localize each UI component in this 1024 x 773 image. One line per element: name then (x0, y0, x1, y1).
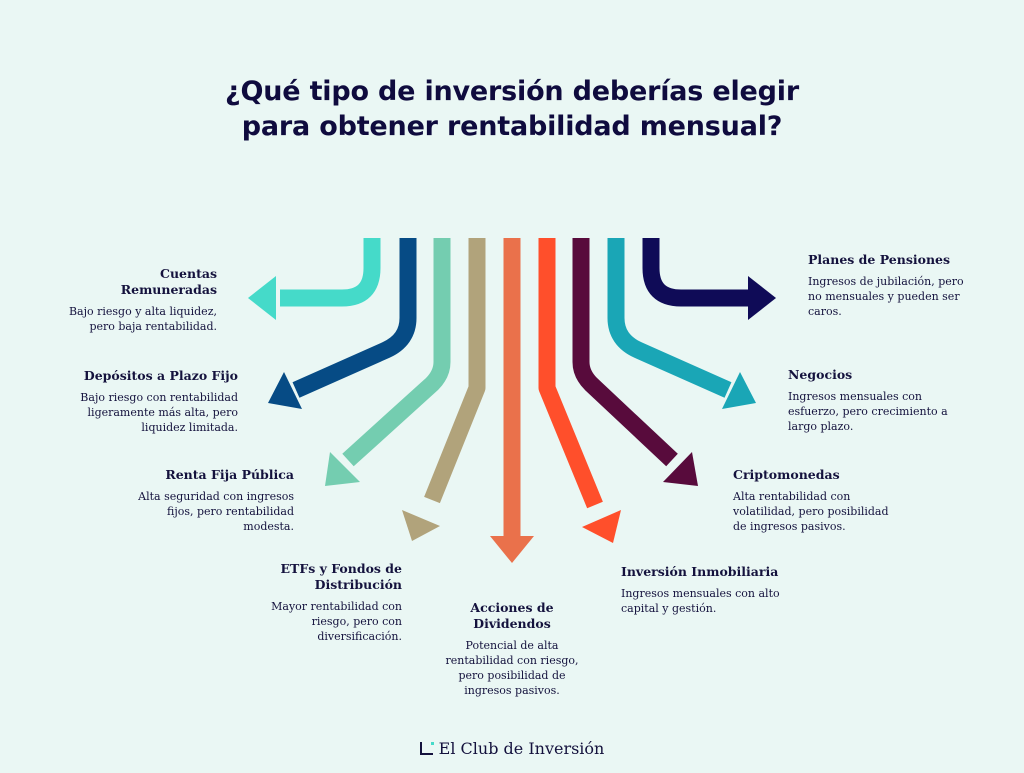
arrow-head-etfs (402, 510, 440, 541)
card-cuentas-remuneradas: Cuentas Remuneradas Bajo riesgo y alta l… (62, 266, 217, 334)
bracket-logo-icon (419, 742, 434, 755)
arrow-head-renta-fija (325, 452, 360, 486)
card-title: Criptomonedas (733, 467, 840, 482)
card-description: Ingresos mensuales con alto capital y ge… (621, 587, 780, 615)
card-description: Ingresos mensuales con esfuerzo, pero cr… (788, 390, 948, 433)
card-inversion-inmobiliaria: Inversión Inmobiliaria Ingresos mensuale… (621, 564, 786, 616)
card-description: Ingresos de jubilación, pero no mensuale… (808, 275, 964, 318)
card-renta-fija-publica: Renta Fija Pública Alta seguridad con in… (134, 467, 294, 534)
arrow-pensiones (642, 238, 748, 307)
card-description: Potencial de alta rentabilidad con riesg… (445, 639, 579, 697)
footer-brand: El Club de Inversión (0, 739, 1024, 758)
card-description: Bajo riesgo y alta liquidez, pero baja r… (68, 305, 217, 333)
card-title: Planes de Pensiones (808, 252, 951, 267)
title-line-1: ¿Qué tipo de inversión deberías elegir (225, 76, 799, 108)
card-title: Depósitos a Plazo Fijo (83, 368, 238, 383)
card-title: Cuentas Remuneradas (120, 266, 217, 297)
card-title: ETFs y Fondos de Distribución (280, 561, 402, 592)
arrow-head-acciones (490, 536, 534, 563)
arrow-negocios (607, 238, 732, 398)
card-negocios: Negocios Ingresos mensuales con esfuerzo… (788, 367, 953, 434)
arrow-inmobiliaria (538, 238, 603, 509)
card-etfs-fondos: ETFs y Fondos de Distribución Mayor rent… (262, 561, 402, 644)
card-depositos-plazo-fijo: Depósitos a Plazo Fijo Bajo riesgo con r… (72, 368, 238, 435)
arrow-head-cuentas (248, 276, 276, 320)
card-description: Mayor rentabilidad con riesgo, pero con … (271, 600, 402, 643)
card-title: Inversión Inmobiliaria (621, 564, 779, 579)
arrow-cripto (572, 238, 678, 467)
arrow-head-depositos (268, 372, 302, 409)
brand-name: El Club de Inversión (438, 739, 605, 758)
card-criptomonedas: Criptomonedas Alta rentabilidad con vola… (733, 467, 903, 534)
arrow-head-negocios (722, 372, 756, 409)
card-title: Negocios (788, 367, 853, 382)
arrow-depositos (292, 238, 417, 398)
arrow-head-inmobiliaria (582, 510, 621, 543)
title-line-2: para obtener rentabilidad mensual? (241, 111, 783, 143)
card-title: Acciones de Dividendos (470, 600, 554, 631)
card-description: Alta rentabilidad con volatilidad, pero … (733, 490, 889, 533)
arrow-etfs (424, 238, 486, 504)
card-title: Renta Fija Pública (165, 467, 294, 482)
card-planes-pensiones: Planes de Pensiones Ingresos de jubilaci… (808, 252, 968, 319)
page-title: ¿Qué tipo de inversión deberías elegir p… (0, 74, 1024, 144)
card-description: Alta seguridad con ingresos fijos, pero … (138, 490, 294, 533)
arrow-head-pensiones (748, 276, 776, 320)
arrow-head-cripto (663, 452, 698, 486)
card-acciones-dividendos: Acciones de Dividendos Potencial de alta… (440, 600, 584, 698)
arrow-renta-fija (342, 238, 451, 467)
card-description: Bajo riesgo con rentabilidad ligeramente… (80, 391, 238, 434)
arrow-cuentas (280, 238, 381, 307)
